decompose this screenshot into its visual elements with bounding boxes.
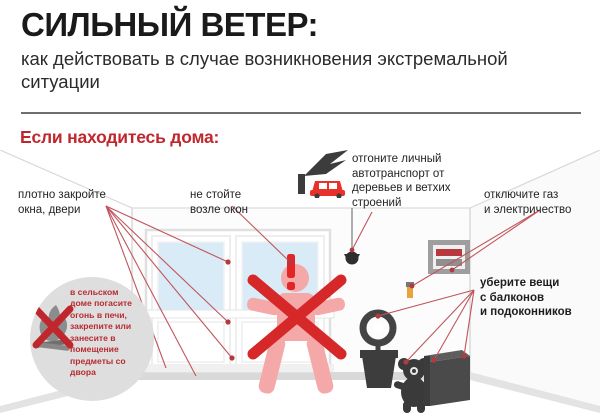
- ceiling-edge-left: [0, 150, 133, 209]
- potted-plant-icon: [359, 309, 398, 388]
- tree-falling-on-car-icon: [298, 150, 348, 198]
- light-switch-icon: [406, 282, 414, 298]
- right-wall: [470, 150, 600, 413]
- callout-do-not-stand-near-windows: не стойте возле окон: [190, 189, 248, 216]
- callout-clear-balconies: уберите вещи с балконов и подоконников: [480, 277, 572, 319]
- person-cross-stroke-2: [247, 274, 347, 360]
- callout-move-vehicle: отгоните личный автотранспорт от деревье…: [352, 153, 451, 210]
- ceiling-edge-right: [469, 150, 600, 209]
- section-title: Если находитесь дома:: [20, 127, 220, 147]
- person-leg-right: [306, 336, 334, 394]
- window-pane-left-bottom: [157, 321, 225, 363]
- page-subtitle: как действовать в случае возникновения э…: [21, 48, 508, 92]
- rural-house-inset: в сельском доме погасите огонь в печи, з…: [30, 277, 154, 401]
- person-leg-left: [258, 336, 286, 394]
- leader-lines: [105, 205, 541, 377]
- exclamation-warning-icon: [287, 254, 295, 290]
- campfire-crossed-out-icon: [32, 305, 74, 351]
- callout-close-windows: плотно закройте окна, двери: [18, 189, 106, 216]
- page-title: СИЛЬНЫЙ ВЕТЕР:: [21, 6, 319, 43]
- inset-text: в сельском доме погасите огонь в печи, з…: [70, 287, 132, 377]
- electrical-panel-icon: [428, 240, 470, 274]
- callout-turn-off-gas-electricity: отключите газ и электричество: [484, 189, 572, 216]
- window-pane-left-top: [157, 241, 225, 315]
- header-divider: [21, 112, 581, 114]
- header: СИЛЬНЫЙ ВЕТЕР: как действовать в случае …: [0, 0, 600, 118]
- baseboard-right: [470, 372, 600, 413]
- hanging-lamp-icon: [344, 208, 360, 265]
- window-sill-lower: [142, 364, 334, 372]
- teddy-bear-icon: [393, 358, 435, 413]
